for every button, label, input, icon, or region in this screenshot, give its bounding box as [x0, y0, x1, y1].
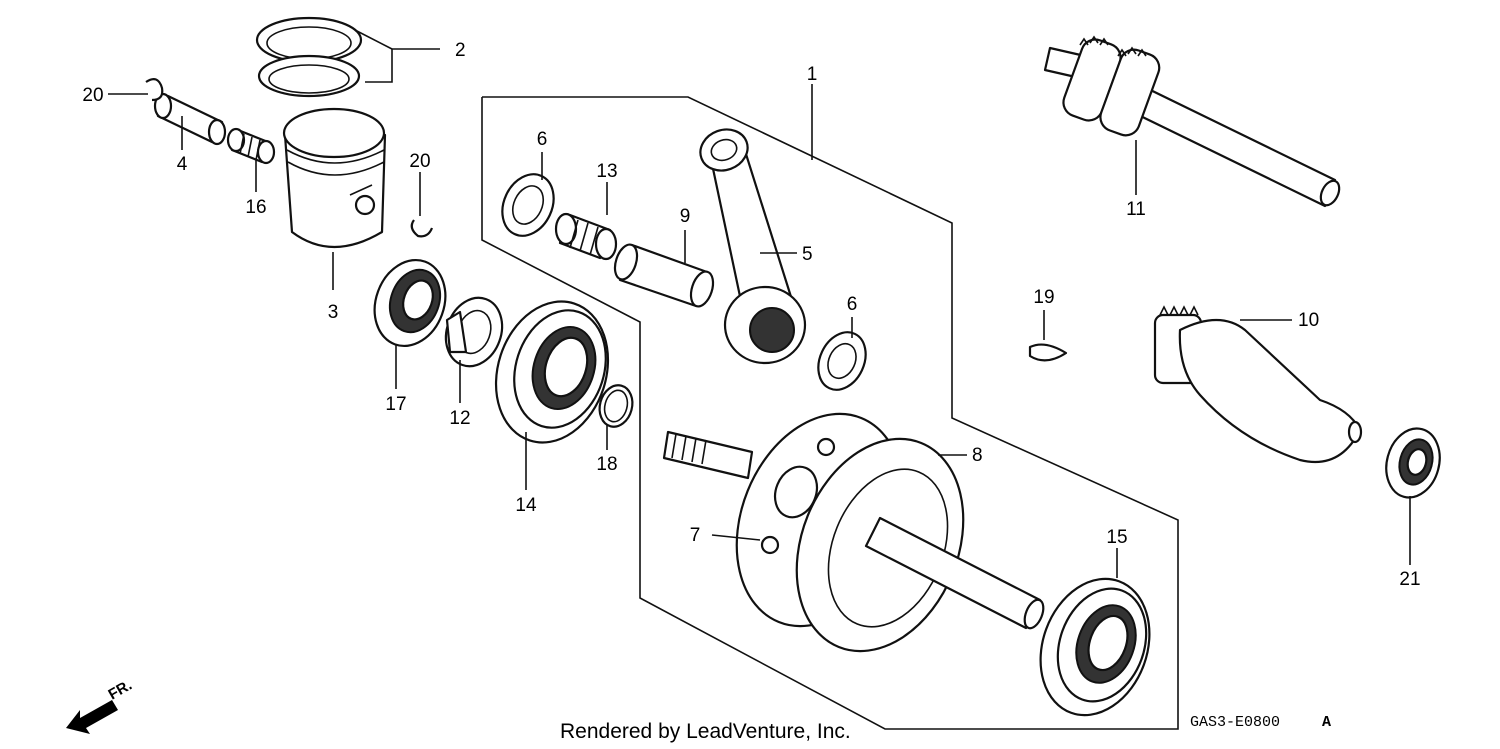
piston-pin[interactable]	[153, 92, 227, 146]
callout-6-lower[interactable]: 6	[847, 294, 858, 315]
balancer-shaft[interactable]	[1043, 35, 1343, 209]
callout-21[interactable]: 21	[1399, 569, 1420, 590]
callout-14[interactable]: 14	[515, 495, 537, 516]
callout-11[interactable]: 11	[1126, 199, 1146, 220]
callout-2[interactable]: 2	[455, 40, 466, 61]
front-direction-arrow-icon: FR.	[66, 677, 135, 734]
callout-4[interactable]: 4	[177, 154, 188, 175]
callout-9[interactable]: 9	[680, 206, 691, 227]
callout-5[interactable]: 5	[802, 244, 813, 265]
woodruff-key[interactable]	[1028, 343, 1068, 362]
thrust-washer-upper[interactable]	[493, 166, 564, 244]
piston-pin-clip-left[interactable]	[145, 78, 164, 102]
crankshaft-right[interactable]	[766, 414, 1047, 676]
radial-ball-bearing-left[interactable]	[478, 287, 625, 457]
piston[interactable]	[282, 107, 387, 248]
callout-12[interactable]: 12	[449, 408, 470, 429]
callout-3[interactable]: 3	[328, 302, 339, 323]
assembly-outline	[481, 96, 1179, 730]
needle-bearing-big-end[interactable]	[554, 212, 618, 261]
thrust-washer-lower[interactable]	[809, 325, 874, 398]
callout-19[interactable]: 19	[1033, 287, 1054, 308]
callout-20-left[interactable]: 20	[82, 85, 103, 106]
callout-6-upper[interactable]: 6	[537, 129, 548, 150]
crank-pin[interactable]	[611, 242, 717, 309]
balancer-weight[interactable]	[1153, 305, 1363, 464]
callout-18[interactable]: 18	[596, 454, 617, 475]
oil-seal[interactable]	[363, 250, 457, 356]
piston-rings[interactable]	[255, 16, 363, 98]
callout-16[interactable]: 16	[245, 197, 266, 218]
callout-1[interactable]: 1	[807, 64, 818, 85]
radial-ball-bearing-right[interactable]	[1022, 563, 1168, 730]
callout-10[interactable]: 10	[1298, 310, 1319, 331]
needle-bearing-small-end[interactable]	[226, 127, 276, 165]
diagram-code: GAS3-E0800	[1190, 714, 1280, 731]
piston-pin-clip-right[interactable]	[410, 219, 434, 238]
callout-7[interactable]: 7	[690, 525, 701, 546]
ball-bearing-balancer[interactable]	[1379, 422, 1447, 503]
callout-15[interactable]: 15	[1106, 527, 1127, 548]
rendered-by-credit: Rendered by LeadVenture, Inc.	[560, 720, 851, 743]
callout-13[interactable]: 13	[596, 161, 617, 182]
callout-8[interactable]: 8	[972, 445, 983, 466]
snap-ring[interactable]	[595, 382, 637, 431]
connecting-rod[interactable]	[695, 123, 807, 365]
callout-20-right[interactable]: 20	[409, 151, 430, 172]
diagram-code-suffix: A	[1322, 714, 1331, 731]
collar[interactable]	[437, 290, 512, 374]
front-direction-label: FR.	[106, 677, 135, 704]
leader-lines	[108, 29, 1411, 578]
callout-17[interactable]: 17	[385, 394, 406, 415]
